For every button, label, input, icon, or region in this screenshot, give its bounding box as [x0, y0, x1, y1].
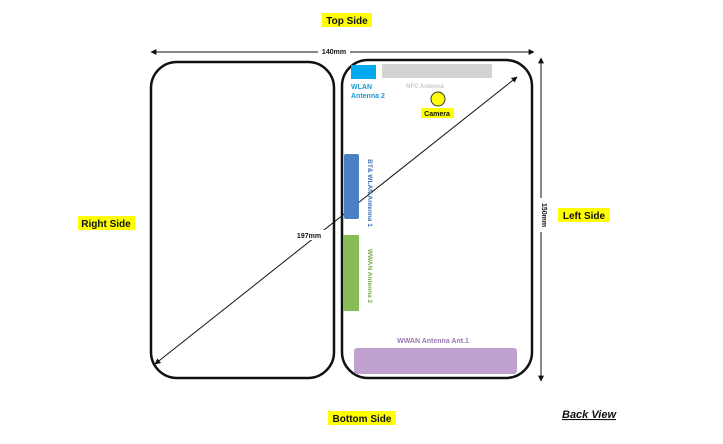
wwan-antenna-ant1-block: [354, 348, 517, 374]
svg-text:Top Side: Top Side: [326, 16, 368, 27]
diagonal-dimension-label: 197mm: [297, 233, 321, 240]
svg-text:Right Side: Right Side: [81, 219, 131, 230]
wlan-antenna-2-label-line1: WLAN: [351, 84, 372, 91]
camera-label: Camera: [424, 111, 450, 118]
left-side-label: Left Side: [558, 208, 610, 222]
bt-wlan-antenna-1-block: [344, 154, 359, 219]
wwan-antenna-2-block: [343, 235, 359, 311]
left-panel-outline: [149, 60, 336, 380]
wwan-antenna-2-label: WWAN Antenna 2: [366, 249, 373, 304]
nfc-antenna-label: NFC Antenna: [406, 84, 444, 90]
camera-circle: [430, 91, 446, 107]
top-side-label: Top Side: [322, 13, 372, 27]
diagonal-dimension-line: [154, 76, 518, 365]
bottom-side-label: Bottom Side: [328, 411, 396, 425]
wlan-antenna-2-label-line2: Antenna 2: [351, 93, 385, 100]
wwan-antenna-ant1-label: WWAN Antenna Ant.1: [397, 338, 469, 345]
height-dimension-label: 150mm: [540, 203, 547, 227]
wlan-antenna-2-block: [351, 65, 376, 79]
right-side-label: Right Side: [78, 216, 135, 230]
svg-text:Bottom Side: Bottom Side: [333, 414, 392, 425]
nfc-antenna-block: [382, 64, 492, 78]
width-dimension-label: 140mm: [322, 49, 346, 56]
bt-wlan-antenna-1-label: BT& WLAN Antenna 1: [366, 159, 373, 227]
svg-text:Left Side: Left Side: [563, 211, 606, 222]
back-view-label: Back View: [562, 409, 617, 421]
